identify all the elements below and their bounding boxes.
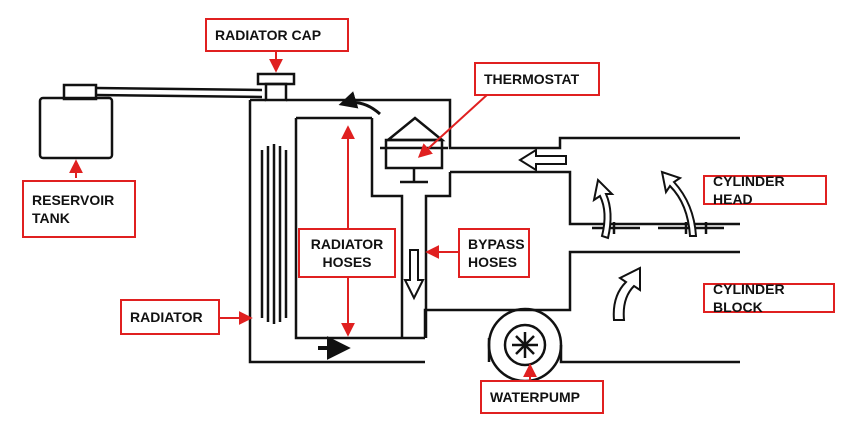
reservoir-tank-label: RESERVOIR TANK bbox=[22, 180, 136, 238]
bypass-hoses-label: BYPASS HOSES bbox=[458, 228, 530, 278]
thermostat-label: THERMOSTAT bbox=[474, 62, 600, 96]
cylinder-block-label: CYLINDER BLOCK bbox=[703, 281, 835, 315]
radiator-cap bbox=[256, 72, 296, 102]
radiator-hoses-label: RADIATOR HOSES bbox=[298, 228, 396, 278]
cylinder-head-label: CYLINDER HEAD bbox=[703, 173, 827, 207]
radiator-label: RADIATOR bbox=[120, 299, 220, 335]
radiator-cap-label: RADIATOR CAP bbox=[205, 18, 349, 52]
thermostat-housing bbox=[370, 98, 740, 338]
waterpump-label: WATERPUMP bbox=[480, 380, 604, 414]
flow-arrows bbox=[318, 91, 698, 360]
leader-lines bbox=[69, 52, 537, 380]
reservoir-tank bbox=[38, 83, 263, 160]
